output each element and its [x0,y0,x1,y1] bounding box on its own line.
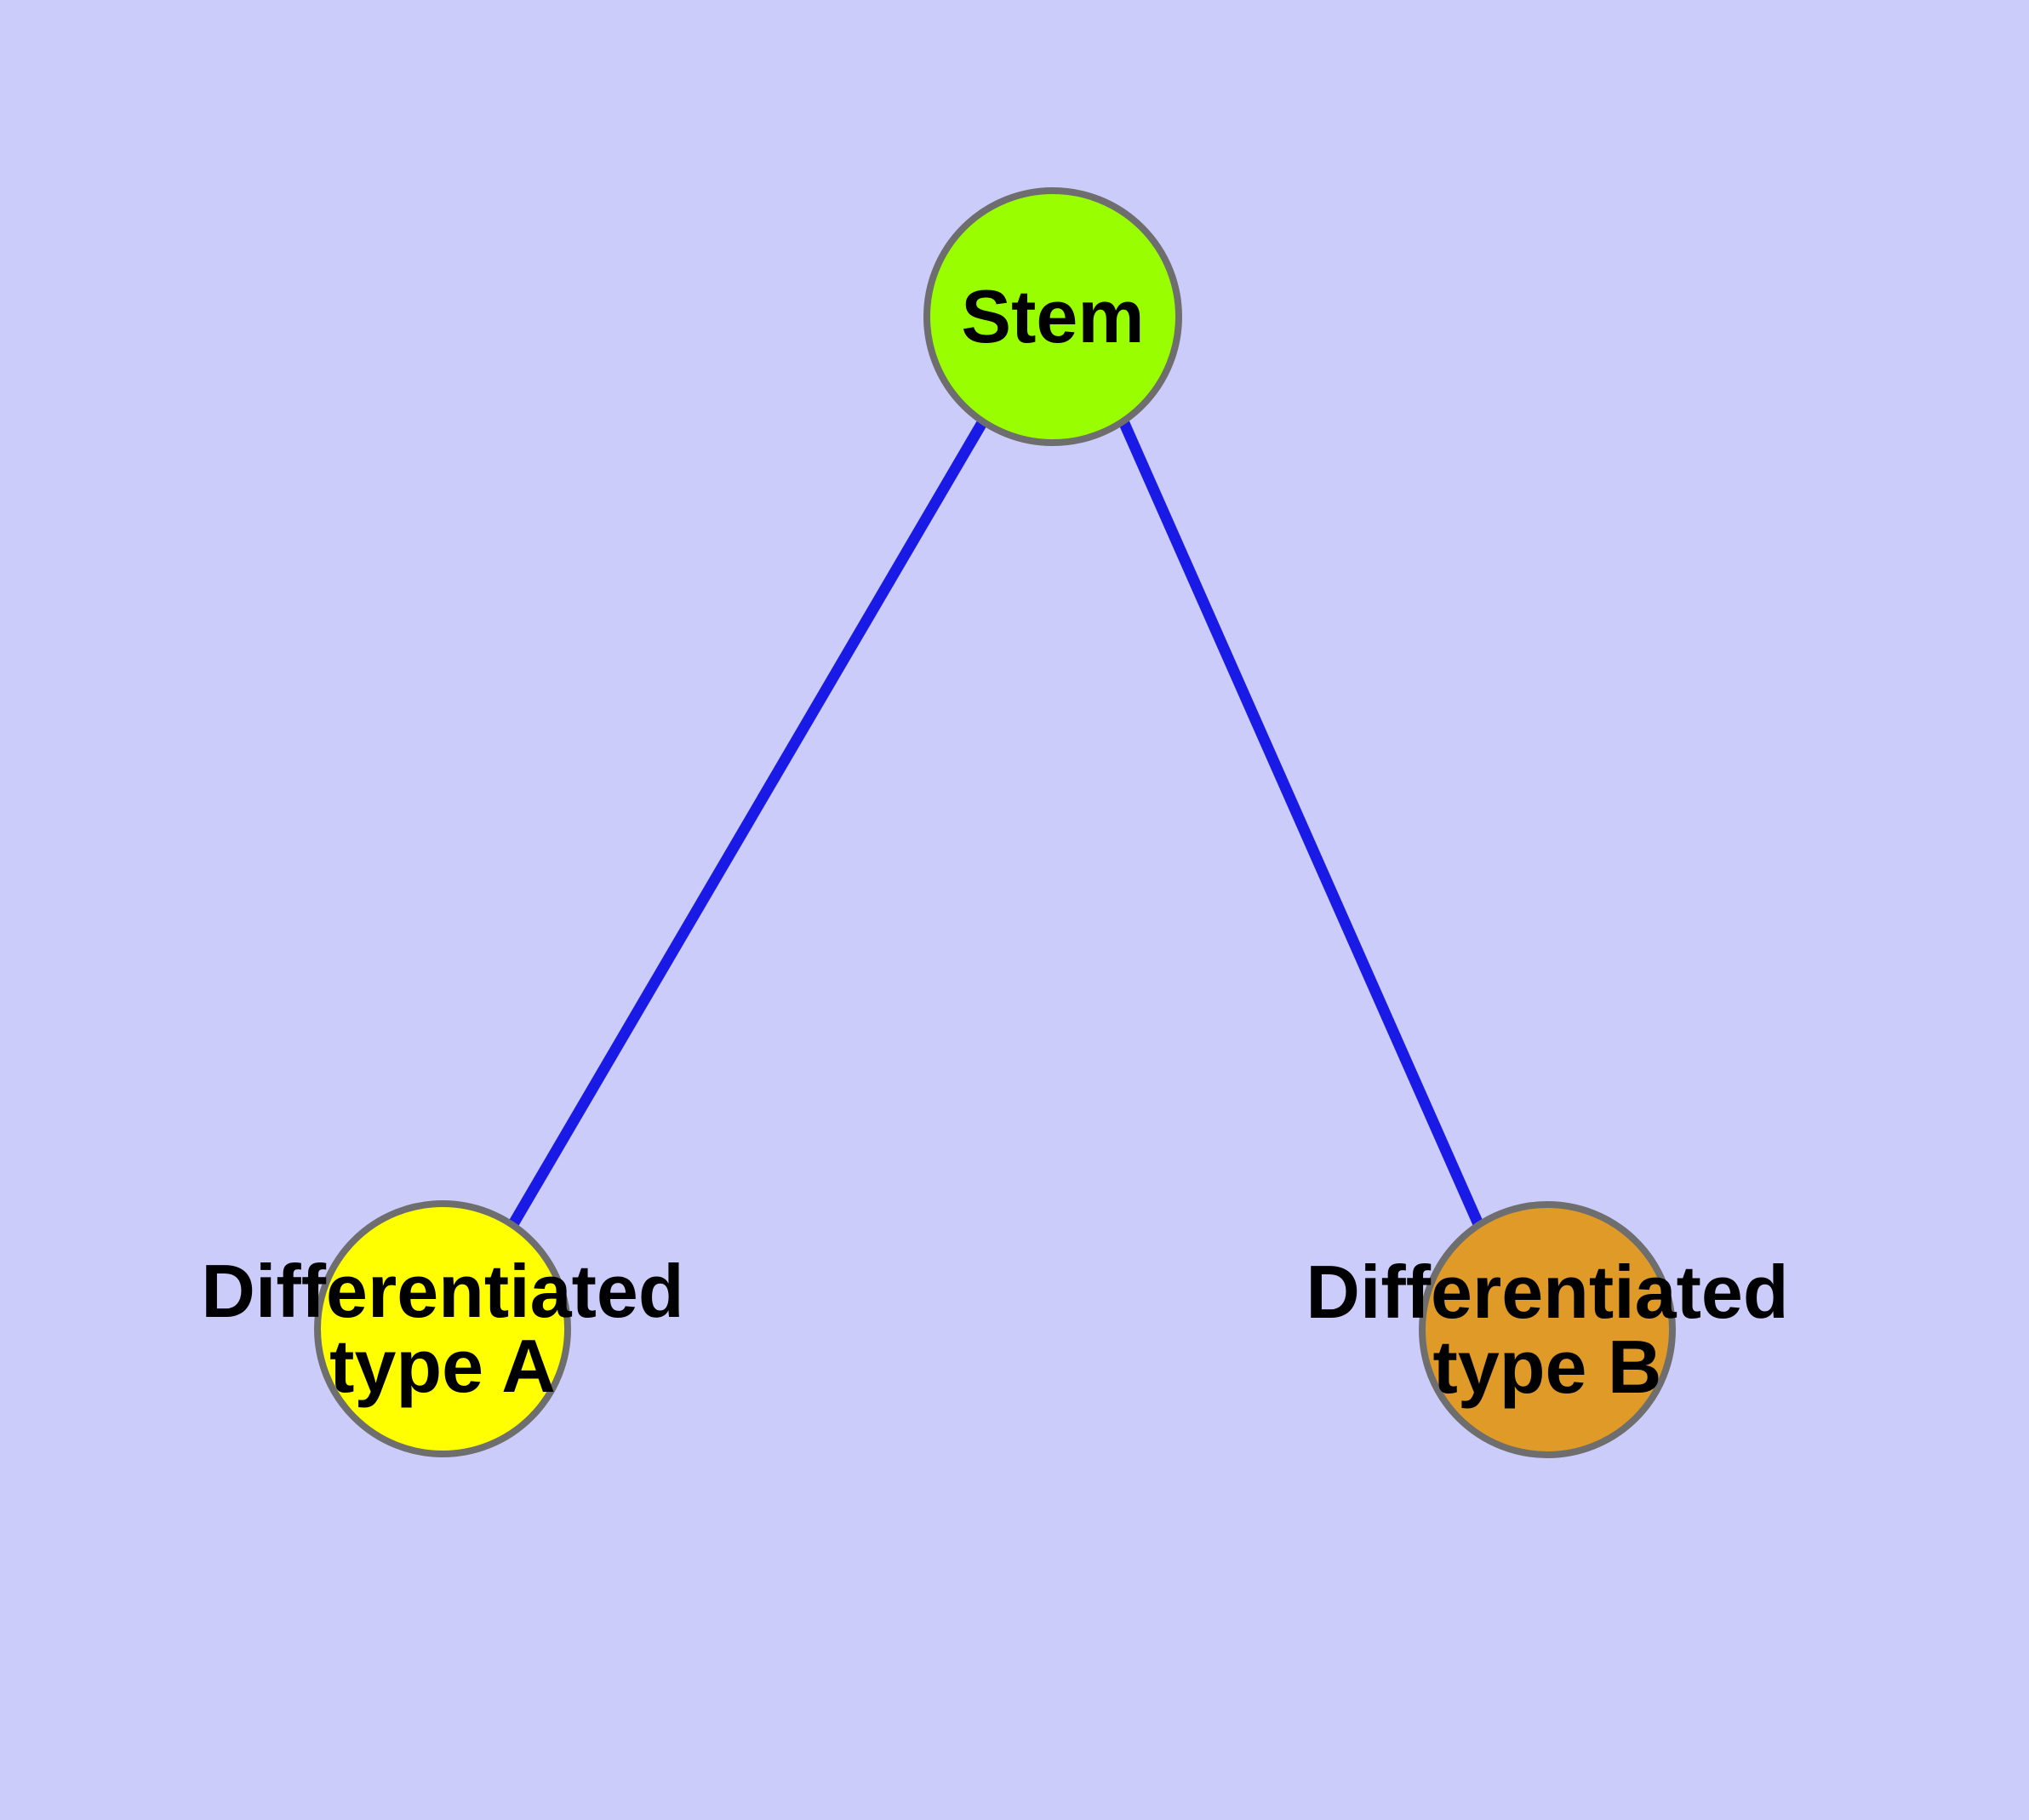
node-diff_b[interactable] [1419,1201,1676,1458]
edge-stem-to-diff-a[interactable] [508,418,988,1228]
node-label-line: Differentiated [1306,1250,1788,1334]
node-label-stem: Stem [961,274,1144,358]
node-label-line: type A [329,1324,556,1408]
node-diff_a[interactable] [314,1200,571,1457]
node-label-line: type B [1433,1325,1662,1409]
node-stem[interactable] [923,187,1182,446]
nodes-layer [314,187,1676,1458]
edges-layer [508,418,1483,1228]
node-label-line: Stem [961,274,1144,358]
edge-stem-to-diff-b[interactable] [1118,419,1483,1227]
node-label-line: Differentiated [201,1249,683,1333]
